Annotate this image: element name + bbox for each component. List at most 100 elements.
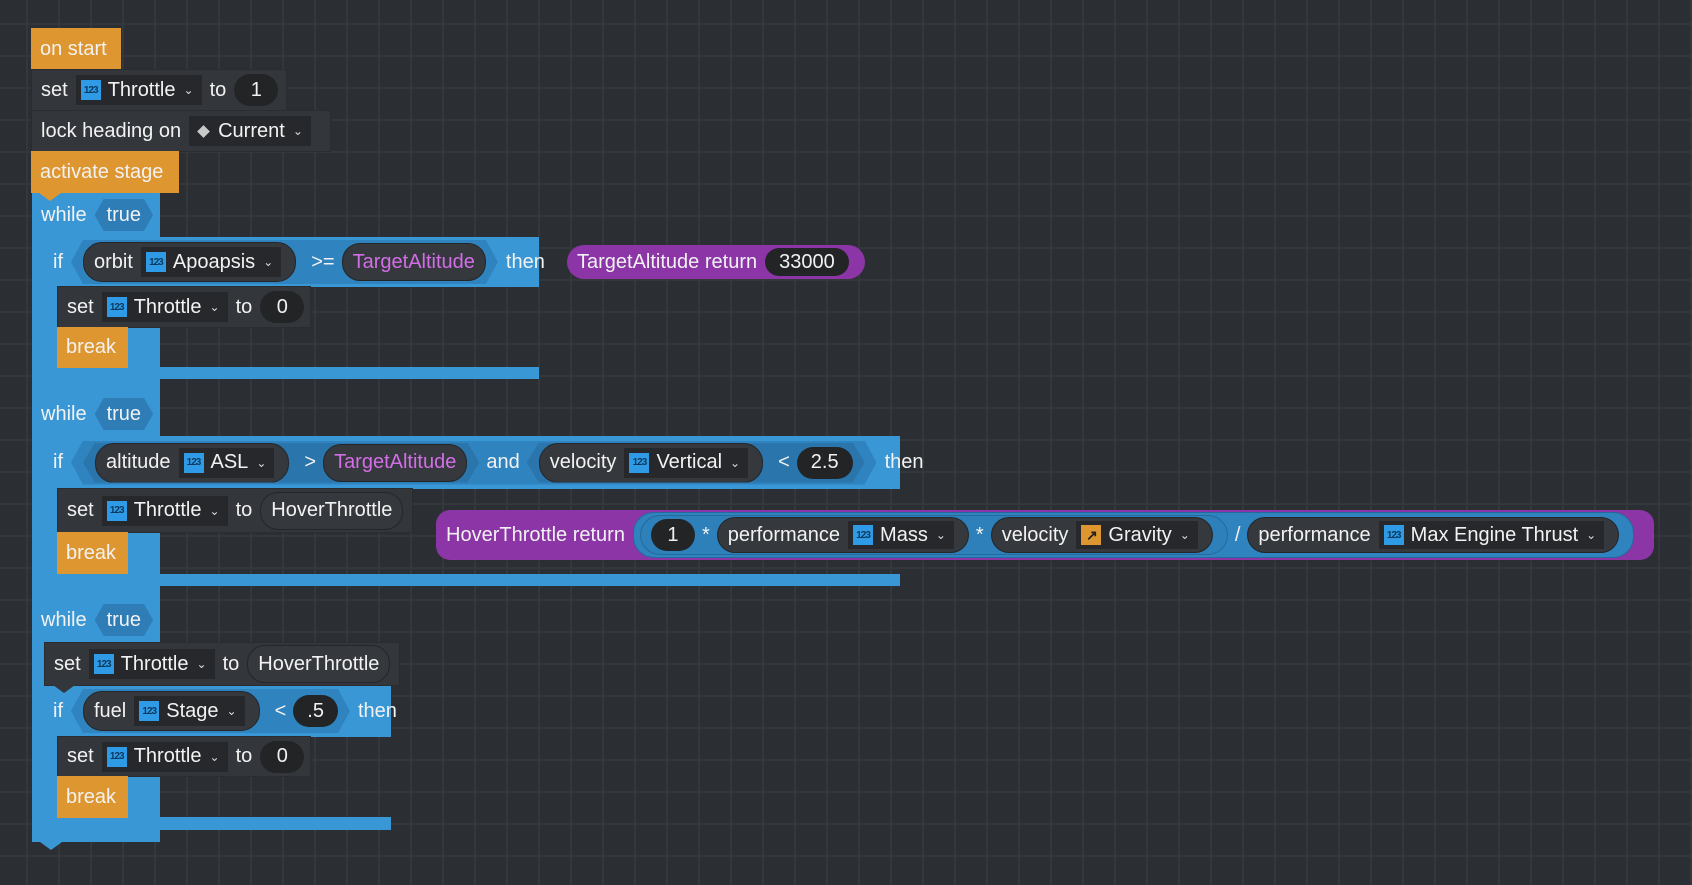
variable-dropdown[interactable]: 123 Throttle ⌄ xyxy=(101,741,228,772)
comparison-b[interactable]: velocity 123 Vertical ⌄ < 2.5 xyxy=(527,443,865,483)
if-keyword: if xyxy=(53,699,63,722)
field-dropdown[interactable]: 123 Max Engine Thrust ⌄ xyxy=(1378,521,1605,549)
value-input[interactable]: .5 xyxy=(293,695,338,727)
variable-dropdown[interactable]: 123 Throttle ⌄ xyxy=(75,75,202,105)
operator: * xyxy=(701,523,710,546)
function-name: HoverThrottle return xyxy=(446,523,625,546)
category-label: fuel xyxy=(94,699,127,722)
variable-reference[interactable]: TargetAltitude xyxy=(323,444,467,482)
then-keyword: then xyxy=(505,250,545,273)
then-keyword: then xyxy=(357,699,397,722)
if-side-2 xyxy=(44,488,57,587)
chevron-down-icon: ⌄ xyxy=(226,704,237,718)
to-keyword: to xyxy=(209,78,227,101)
break-block[interactable]: break xyxy=(57,776,128,818)
on-start-label: on start xyxy=(40,37,107,60)
field-name: Max Engine Thrust xyxy=(1410,523,1579,546)
chevron-down-icon: ⌄ xyxy=(256,455,267,470)
multiplication-expression[interactable]: 1 * performance 123 Mass ⌄ * velocity ↗ xyxy=(639,515,1228,555)
comparison-expression[interactable]: fuel 123 Stage ⌄ < .5 xyxy=(71,689,350,733)
to-keyword: to xyxy=(235,295,253,318)
true-condition[interactable]: true xyxy=(95,398,153,430)
set-throttle-block[interactable]: set 123 Throttle ⌄ to HoverThrottle xyxy=(57,488,413,540)
division-expression[interactable]: 1 * performance 123 Mass ⌄ * velocity ↗ xyxy=(632,512,1635,558)
field-name: Gravity xyxy=(1108,523,1172,546)
heading-option: Current xyxy=(218,119,285,142)
number-type-icon: 123 xyxy=(1383,525,1404,545)
nested-multiplication[interactable]: performance 123 Mass ⌄ * velocity ↗ Grav… xyxy=(716,517,1221,553)
variable-reference[interactable]: HoverThrottle xyxy=(247,645,391,683)
operator: < xyxy=(274,699,287,722)
true-condition[interactable]: true xyxy=(95,604,153,636)
value-input[interactable]: 1 xyxy=(650,519,695,551)
activate-stage-label: activate stage xyxy=(40,160,164,183)
lock-heading-label: lock heading on xyxy=(41,119,182,142)
fuel-stage-value[interactable]: fuel 123 Stage ⌄ xyxy=(83,691,260,731)
performance-mass-value[interactable]: performance 123 Mass ⌄ xyxy=(716,517,969,553)
chevron-down-icon: ⌄ xyxy=(730,455,741,470)
field-dropdown[interactable]: 123 ASL ⌄ xyxy=(179,448,275,478)
break-label: break xyxy=(66,785,117,808)
while-footer-2 xyxy=(32,586,160,596)
and-operator: and xyxy=(486,451,520,473)
operator: / xyxy=(1234,523,1241,546)
performance-thrust-value[interactable]: performance 123 Max Engine Thrust ⌄ xyxy=(1247,517,1620,553)
break-block[interactable]: break xyxy=(57,327,128,368)
field-dropdown[interactable]: 123 Vertical ⌄ xyxy=(624,448,748,478)
value-input[interactable]: 0 xyxy=(260,291,305,323)
return-value-input[interactable]: 33000 xyxy=(765,248,849,276)
field-name: Stage xyxy=(166,699,219,722)
field-name: Apoapsis xyxy=(172,250,256,273)
hover-throttle-function[interactable]: HoverThrottle return 1 * performance 123… xyxy=(436,510,1654,560)
category-label: velocity xyxy=(1001,523,1069,546)
number-type-icon: 123 xyxy=(93,654,114,674)
lock-heading-block[interactable]: lock heading on Current ⌄ xyxy=(31,110,331,159)
target-altitude-function[interactable]: TargetAltitude return 33000 xyxy=(567,245,865,279)
velocity-gravity-value[interactable]: velocity ↗ Gravity ⌄ xyxy=(990,517,1213,553)
while-footer-3 xyxy=(32,829,160,850)
if-side-1 xyxy=(44,286,57,380)
set-throttle-block[interactable]: set 123 Throttle ⌄ to HoverThrottle xyxy=(44,642,400,693)
field-name: Vertical xyxy=(656,451,723,473)
category-label: orbit xyxy=(94,250,133,273)
activate-stage-block[interactable]: activate stage xyxy=(31,151,179,201)
value-input[interactable]: 0 xyxy=(260,740,305,773)
set-throttle-block[interactable]: set 123 Throttle ⌄ to 1 xyxy=(31,69,287,118)
variable-reference[interactable]: TargetAltitude xyxy=(342,243,486,281)
set-throttle-block[interactable]: set 123 Throttle ⌄ to 0 xyxy=(57,286,311,335)
velocity-vertical-value[interactable]: velocity 123 Vertical ⌄ xyxy=(539,443,763,483)
on-start-block[interactable]: on start xyxy=(31,28,121,78)
set-keyword: set xyxy=(54,652,81,675)
if-block-2[interactable]: if altitude 123 ASL ⌄ > TargetAltitude a… xyxy=(44,436,924,497)
value-input[interactable]: 2.5 xyxy=(797,447,853,479)
altitude-asl-value[interactable]: altitude 123 ASL ⌄ xyxy=(95,443,289,483)
field-dropdown[interactable]: 123 Stage ⌄ xyxy=(134,696,244,726)
if-keyword: if xyxy=(53,250,63,273)
if-block-3[interactable]: if fuel 123 Stage ⌄ < .5 then xyxy=(44,685,397,745)
variable-dropdown[interactable]: 123 Throttle ⌄ xyxy=(101,495,228,526)
comparison-expression[interactable]: orbit 123 Apoapsis ⌄ >= TargetAltitude xyxy=(71,240,498,284)
field-dropdown[interactable]: ↗ Gravity ⌄ xyxy=(1076,521,1198,549)
orbit-apoapsis-value[interactable]: orbit 123 Apoapsis ⌄ xyxy=(83,242,296,282)
variable-name: Throttle xyxy=(133,745,202,767)
chevron-down-icon: ⌄ xyxy=(209,300,220,314)
while-header-3: while true xyxy=(32,597,160,651)
if-block-1[interactable]: if orbit 123 Apoapsis ⌄ >= TargetAltitud… xyxy=(44,237,545,295)
number-type-icon: 123 xyxy=(80,80,101,100)
number-type-icon: 123 xyxy=(106,746,127,767)
value-input[interactable]: 1 xyxy=(234,74,279,106)
chevron-down-icon: ⌄ xyxy=(292,124,303,138)
set-throttle-block[interactable]: set 123 Throttle ⌄ to 0 xyxy=(57,736,311,784)
variable-reference[interactable]: HoverThrottle xyxy=(260,491,404,530)
number-type-icon: 123 xyxy=(184,453,204,473)
field-dropdown[interactable]: 123 Mass ⌄ xyxy=(848,521,954,549)
true-condition[interactable]: true xyxy=(95,199,153,231)
break-block[interactable]: break xyxy=(57,532,128,574)
heading-dropdown[interactable]: Current ⌄ xyxy=(189,116,311,146)
to-keyword: to xyxy=(235,499,253,521)
variable-dropdown[interactable]: 123 Throttle ⌄ xyxy=(88,649,215,679)
comparison-a[interactable]: altitude 123 ASL ⌄ > TargetAltitude xyxy=(83,443,479,483)
and-expression[interactable]: altitude 123 ASL ⌄ > TargetAltitude and … xyxy=(71,441,877,485)
variable-dropdown[interactable]: 123 Throttle ⌄ xyxy=(101,292,228,322)
field-dropdown[interactable]: 123 Apoapsis ⌄ xyxy=(141,247,281,277)
